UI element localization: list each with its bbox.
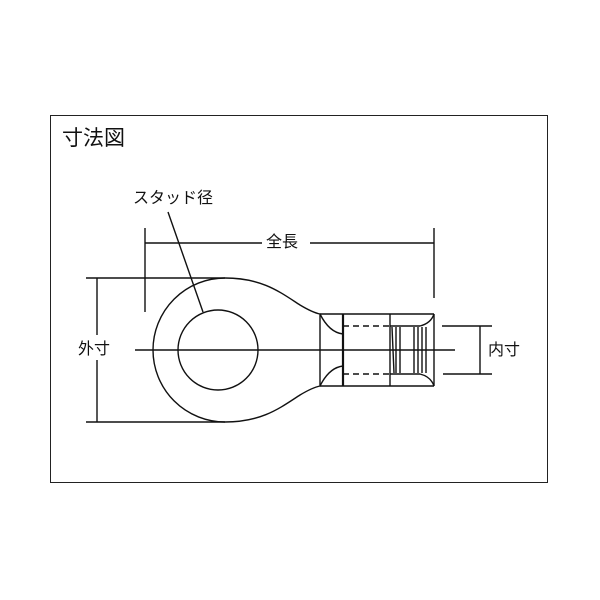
overall-length-label: 全長	[266, 232, 299, 251]
inner-dimension-label: 内寸	[488, 340, 521, 359]
figure-title: 寸法図	[62, 126, 125, 150]
outer-dimension-label: 外寸	[78, 339, 111, 358]
stud-diameter-label: スタッド径	[133, 188, 214, 207]
figure-frame	[50, 115, 548, 483]
stud-leader-line	[167, 211, 204, 313]
ring-outer-profile	[152, 277, 321, 423]
